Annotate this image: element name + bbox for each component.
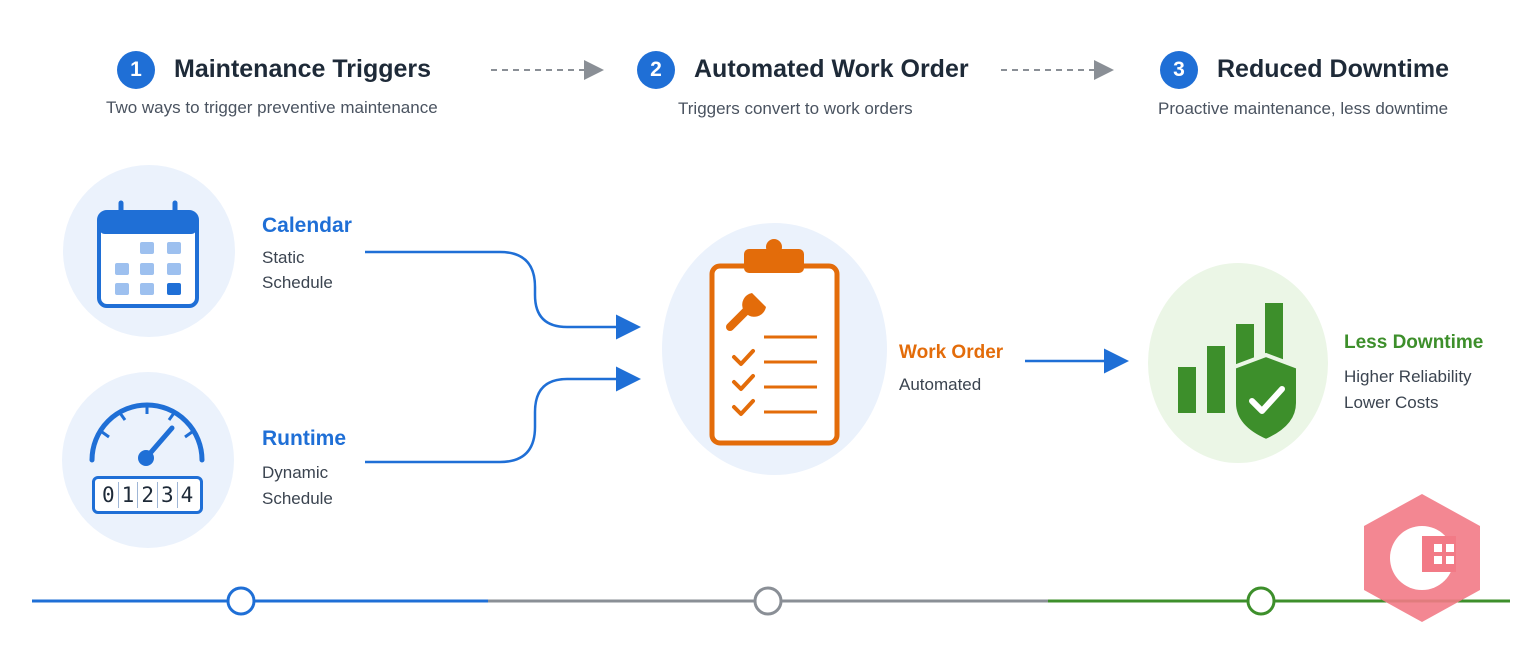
chart-shield-icon xyxy=(1178,303,1300,444)
outcome-label-line1: Higher Reliability xyxy=(1344,367,1472,386)
step-1-badge: 1 xyxy=(117,51,155,89)
calendar-icon-circle xyxy=(63,165,235,337)
counter-digit: 2 xyxy=(138,482,158,508)
runtime-label-line2: Schedule xyxy=(262,489,333,508)
watermark-logo-icon xyxy=(1364,494,1480,622)
calendar-label-line2: Schedule xyxy=(262,273,333,292)
step-2-badge: 2 xyxy=(637,51,675,89)
step-3-title: Reduced Downtime xyxy=(1217,55,1449,83)
runtime-counter: 0 1 2 3 4 xyxy=(92,476,204,514)
work-order-label-title: Work Order xyxy=(899,342,1004,363)
counter-digit: 4 xyxy=(180,483,194,507)
runtime-label-line1: Dynamic xyxy=(262,463,329,482)
step-3-subtitle: Proactive maintenance, less downtime xyxy=(1158,99,1449,118)
timeline-node-2 xyxy=(753,586,783,616)
counter-digit: 3 xyxy=(158,482,178,508)
step-3-badge: 3 xyxy=(1160,51,1198,89)
step-1-subtitle: Two ways to trigger preventive maintenan… xyxy=(106,98,438,117)
counter-digit: 1 xyxy=(119,482,139,508)
calendar-icon xyxy=(97,200,199,308)
clipboard-wrench-icon xyxy=(709,239,840,446)
gauge-icon-circle: 0 1 2 3 4 xyxy=(62,372,234,548)
step-2-title: Automated Work Order xyxy=(694,55,969,83)
step-2-subtitle: Triggers convert to work orders xyxy=(678,99,913,118)
calendar-connector-arrow xyxy=(365,250,641,340)
work-order-label-subtitle: Automated xyxy=(899,375,982,394)
calendar-label-title: Calendar xyxy=(262,214,352,237)
timeline-node-1 xyxy=(226,586,256,616)
outcome-label-line2: Lower Costs xyxy=(1344,393,1439,412)
counter-digit: 0 xyxy=(99,482,119,508)
timeline-node-3 xyxy=(1246,586,1276,616)
runtime-connector-arrow xyxy=(365,366,641,464)
outcome-icon-circle xyxy=(1148,263,1328,463)
gauge-icon xyxy=(89,402,205,466)
calendar-label-line1: Static xyxy=(262,248,305,267)
outcome-label-title: Less Downtime xyxy=(1344,332,1484,353)
step-1-title: Maintenance Triggers xyxy=(174,55,432,83)
runtime-label-title: Runtime xyxy=(262,427,346,450)
work-order-icon-circle xyxy=(662,223,887,475)
